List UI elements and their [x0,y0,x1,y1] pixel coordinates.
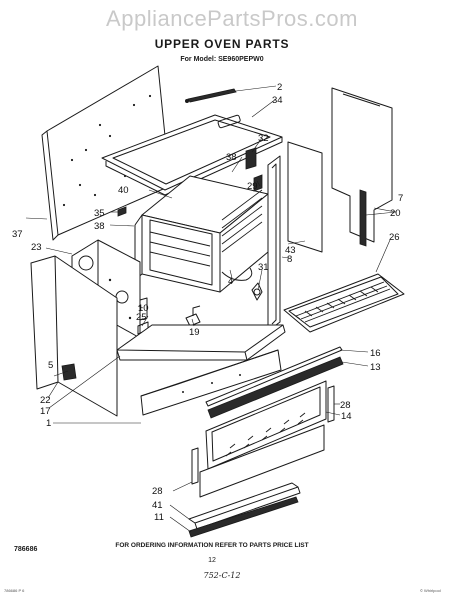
part-door-outer-panel [199,424,325,498]
callout-19: 19 [189,327,200,338]
part-divider-panel [287,141,323,253]
callout-28-right: 28 [340,400,351,411]
callout-5: 5 [48,360,53,371]
callout-17: 17 [40,406,51,417]
part-oven-rack [283,273,405,333]
callout-38-lower: 38 [94,221,105,232]
callout-43: 43 [285,245,296,256]
callout-14: 14 [341,411,352,422]
callout-23: 23 [31,242,42,253]
callout-8: 8 [287,254,292,265]
ordering-note: FOR ORDERING INFORMATION REFER TO PARTS … [115,542,308,549]
callout-28-left: 28 [152,486,163,497]
callout-2: 2 [277,82,282,93]
callout-29: 29 [247,181,258,192]
callout-20: 20 [390,208,401,219]
callout-35: 35 [94,208,105,219]
part-sensor-31 [251,282,263,301]
callout-32: 32 [258,133,269,144]
model-subtitle: For Model: SE960PEPW0 [180,56,263,63]
callout-41: 41 [152,500,163,511]
part-door-lower-trim [188,496,299,538]
callout-22: 22 [40,395,51,406]
corner-note-right: © Whirlpool [420,588,441,593]
part-door-spacer-28b [191,447,199,485]
part-door-handle [188,482,301,530]
part-front-frame [267,155,281,332]
part-bottom-pan [116,324,286,361]
callout-labels: 2 34 32 38 40 29 35 38 37 23 7 20 43 26 … [12,82,403,523]
callout-26: 26 [389,232,400,243]
page-number: 12 [208,557,216,564]
callout-13: 13 [370,362,381,373]
callout-31: 31 [258,262,269,273]
part-clip-35 [117,206,127,217]
part-vent-32 [245,147,257,170]
callout-4: 4 [228,276,233,287]
part-oven-top-frame [101,114,283,196]
callout-7: 7 [398,193,403,204]
leader-lines [25,85,397,533]
callout-37: 37 [12,229,23,240]
callout-40: 40 [118,185,129,196]
callout-16: 16 [370,348,381,359]
part-oven-cavity [134,175,276,293]
part-front-trim [140,349,282,416]
part-right-side-panel [331,87,393,243]
part-door-trim-13 [207,356,344,419]
corner-note-left: 786686 P 6 [4,588,25,593]
part-wire-4 [221,267,253,281]
diagram-title: UPPER OVEN PARTS [155,37,290,51]
callout-1: 1 [46,418,51,429]
part-door-spacer-28a [327,385,335,423]
callout-11: 11 [154,512,164,523]
callout-34: 34 [272,95,283,106]
part-rack-guide [359,189,367,247]
part-left-side-panel [30,255,118,417]
callout-25: 25 [136,312,147,323]
part-door-inner-panel [205,380,327,470]
part-top-rod [185,88,237,103]
callout-38-upper: 38 [226,152,237,163]
callout-10: 10 [138,303,149,314]
handwritten-code: 752-C-12 [204,571,241,580]
watermark: AppliancePartsPros.com [106,6,358,31]
part-hinge-19 [185,305,201,327]
document-number: 786686 [14,546,37,553]
